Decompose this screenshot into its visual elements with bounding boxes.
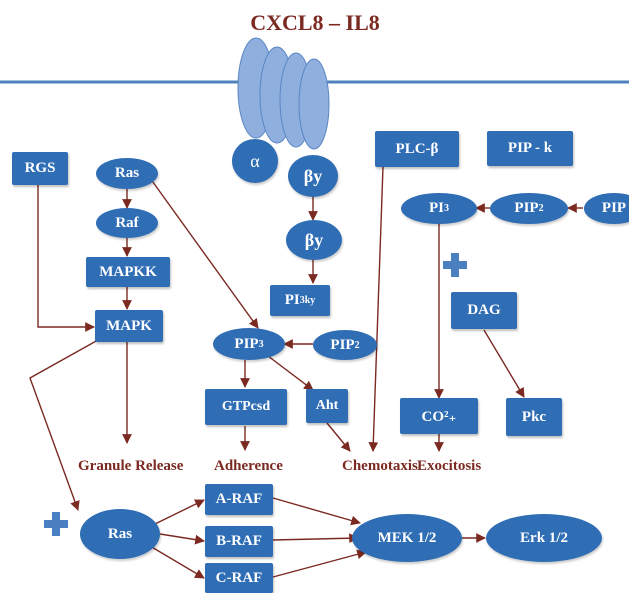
plus-icon-left	[44, 512, 68, 536]
c-raf-node: C-RAF	[205, 563, 273, 593]
mapk-node: MAPK	[95, 310, 163, 342]
beta-gamma-subunit: βy	[288, 155, 338, 197]
arrow-araf-to-mek	[272, 497, 361, 526]
plus-icon-right	[443, 253, 467, 277]
pip2-label-right: PIP	[514, 200, 539, 216]
co2-node: CO²₊	[400, 398, 478, 434]
alpha-subunit: α	[232, 139, 278, 183]
ras-node-bottom: Ras	[80, 509, 160, 559]
ras-node: Ras	[96, 158, 158, 189]
arrow-dag-to-pkc	[483, 329, 525, 398]
arrow-aht-to-chemotaxis	[326, 422, 351, 452]
mek-node: MEK 1/2	[352, 514, 462, 562]
pi3-subscript: 3	[444, 203, 449, 214]
arrow-mapk-to-ras-bottom	[29, 339, 99, 511]
mapkk-node: MAPKK	[86, 257, 170, 287]
chemotaxis-label: Chemotaxis	[342, 458, 418, 474]
arrow-rgs-to-mapk	[37, 185, 95, 332]
arrow-ras-to-braf	[159, 533, 205, 545]
a-raf-node: A-RAF	[205, 484, 273, 515]
exocitosis-label: Exocitosis	[417, 458, 482, 474]
arrow-craf-to-mek	[272, 549, 367, 578]
pip2-subscript-middle: 2	[354, 339, 360, 351]
rgs-node: RGS	[12, 152, 68, 185]
b-raf-node: B-RAF	[205, 526, 273, 557]
arrow-ras-to-araf	[154, 499, 205, 525]
pkc-node: Pkc	[506, 398, 562, 436]
plc-beta-node: PLC-β	[375, 131, 459, 167]
pi3-label: PI	[429, 200, 444, 216]
beta-gamma-subunit-2: βy	[286, 220, 342, 260]
raf-node: Raf	[96, 208, 158, 238]
dag-node: DAG	[451, 292, 517, 329]
pip-k-node: PIP - k	[487, 131, 573, 166]
arrow-plc-to-chemotaxis	[368, 166, 384, 452]
pip2-subscript-right: 2	[538, 203, 544, 214]
pip3-label: PIP	[234, 335, 259, 352]
pip-node: PIP	[584, 193, 629, 224]
pip2-label-middle: PIP	[330, 336, 355, 353]
arrow-ras-to-pip3	[149, 177, 259, 329]
aht-node: Aht	[306, 389, 348, 423]
gtp-node: GTPcsd	[205, 389, 287, 425]
arrow-braf-to-mek	[272, 533, 359, 544]
arrow-pip3-to-aht	[267, 355, 314, 391]
pi3ky-label: PI	[284, 292, 300, 308]
receptor-icon	[237, 37, 330, 150]
erk-node: Erk 1/2	[486, 514, 602, 562]
adherence-label: Adherence	[214, 458, 283, 474]
diagram-title: CXCL8 – IL8	[250, 10, 380, 35]
pi3ky-subscript: 3ky	[299, 295, 316, 306]
arrow-ras-to-craf	[149, 545, 205, 579]
granule-release-label: Granule Release	[78, 458, 184, 474]
pip3-subscript: 3	[258, 338, 264, 350]
